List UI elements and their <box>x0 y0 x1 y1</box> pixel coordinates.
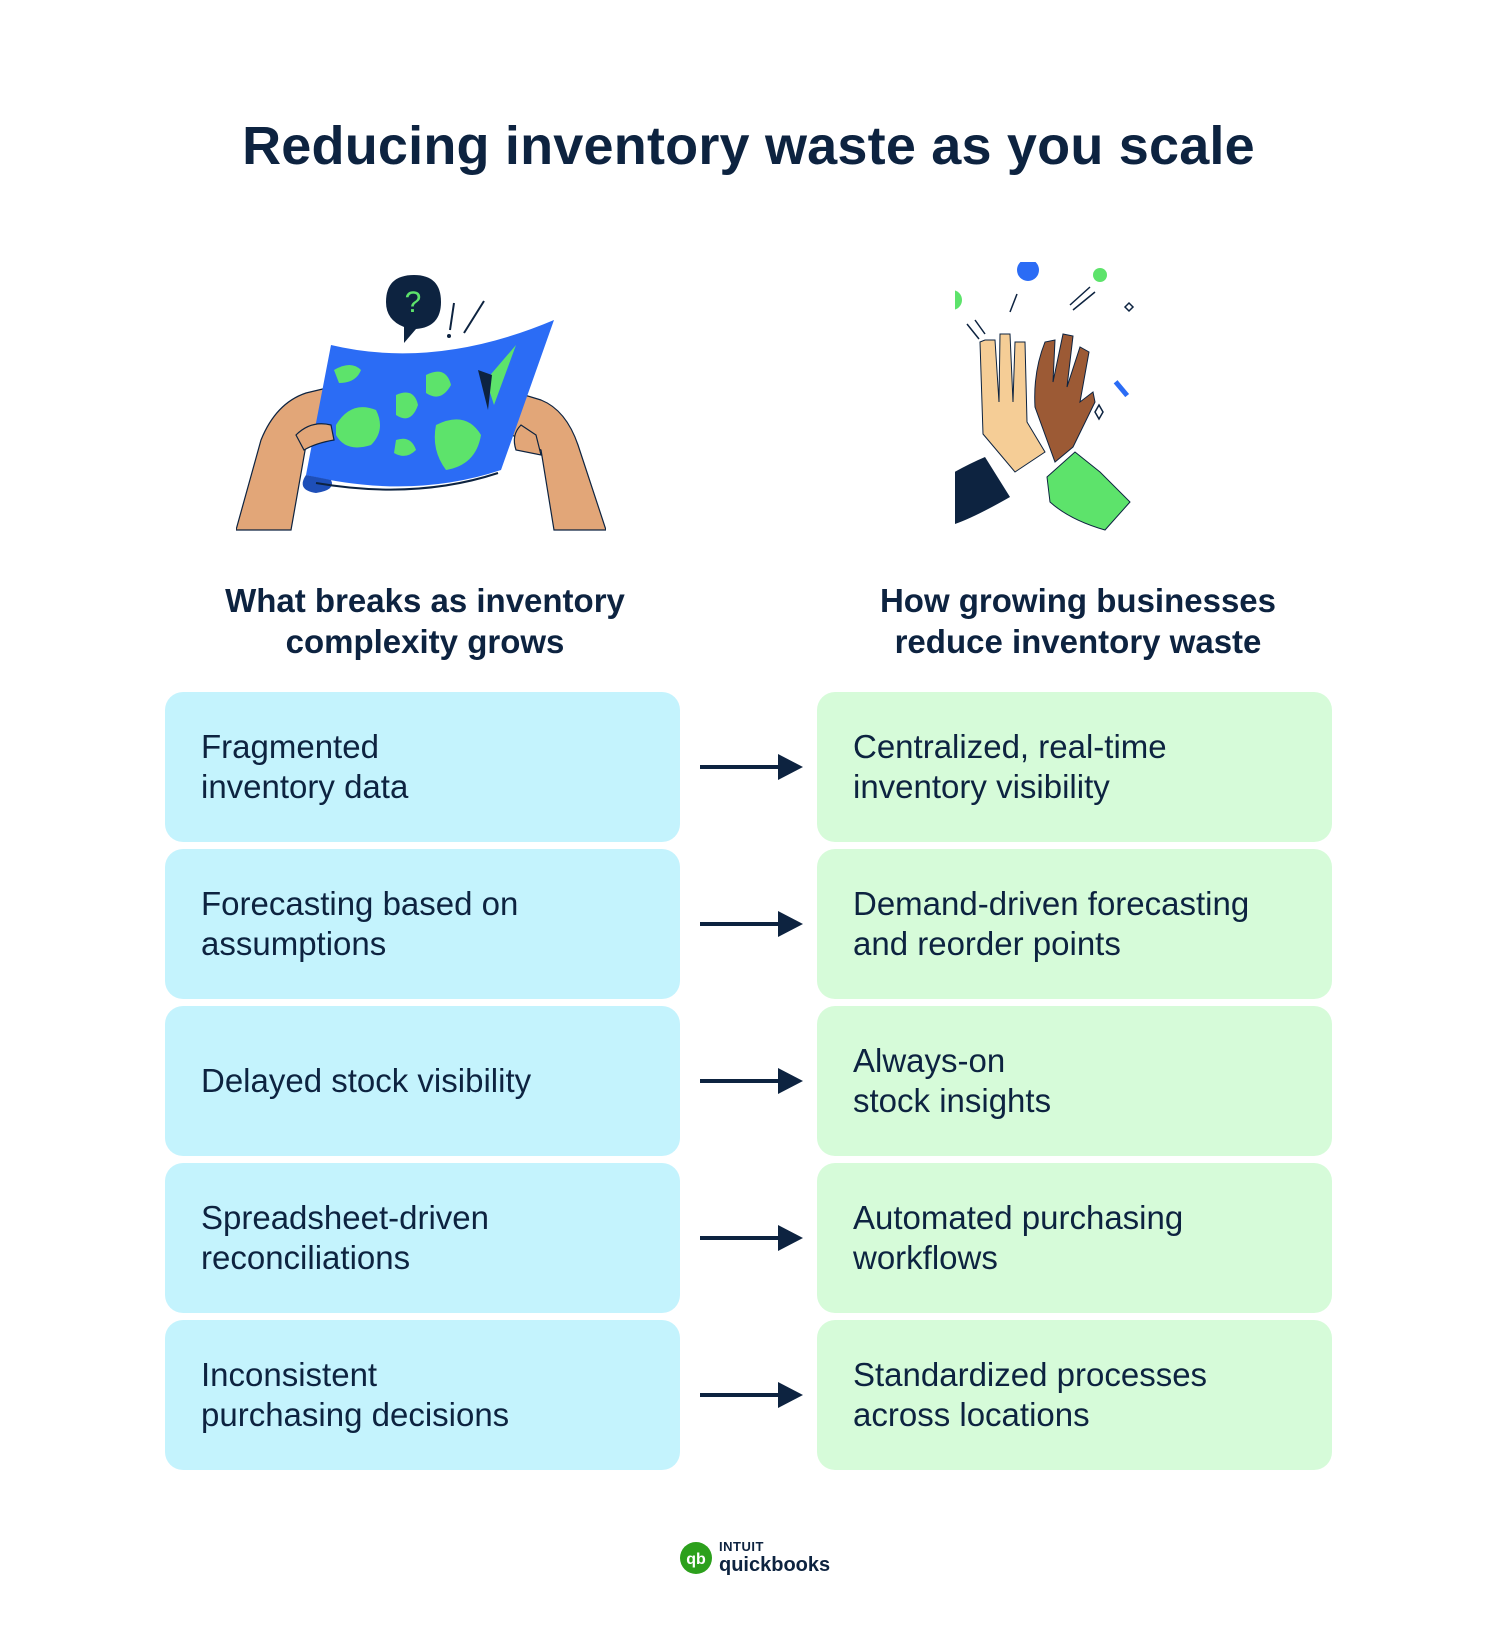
problem-card: Inconsistent purchasing decisions <box>165 1320 680 1470</box>
arrow-right-icon <box>700 1382 803 1408</box>
arrow-right-icon <box>700 911 803 937</box>
solution-card: Automated purchasing workflows <box>817 1163 1332 1313</box>
arrow-right-icon <box>700 1068 803 1094</box>
solutions-column-heading: How growing businesses reduce inventory … <box>879 582 1277 660</box>
solution-card: Standardized processes across locations <box>817 1320 1332 1470</box>
quickbooks-logo-mark-icon: qb <box>680 1541 712 1574</box>
svg-text:?: ? <box>405 286 422 319</box>
arrow-right-icon <box>700 1225 803 1251</box>
problems-column-heading: What breaks as inventory complexity grow… <box>225 582 625 660</box>
quickbooks-logo: qb INTUIT quickbooks <box>679 1540 830 1575</box>
arrow-right-icon <box>700 754 803 780</box>
problem-card: Forecasting based on assumptions <box>165 849 680 999</box>
map-icon: ? <box>236 275 606 531</box>
svg-text:qb: qb <box>686 1551 706 1568</box>
solution-card: Demand-driven forecasting and reorder po… <box>817 849 1332 999</box>
solution-card: Centralized, real-time inventory visibil… <box>817 692 1332 842</box>
logo-intuit-text: INTUIT <box>719 1539 764 1554</box>
logo-quickbooks-text: quickbooks <box>719 1554 831 1576</box>
problem-card: Spreadsheet-driven reconciliations <box>165 1163 680 1313</box>
high-five-icon <box>955 262 1135 531</box>
solution-card: Always-on stock insights <box>817 1006 1332 1156</box>
problem-card: Fragmented inventory data <box>165 692 680 842</box>
problem-card: Delayed stock visibility <box>165 1006 680 1156</box>
page-title: Reducing inventory waste as you scale <box>242 116 1255 176</box>
